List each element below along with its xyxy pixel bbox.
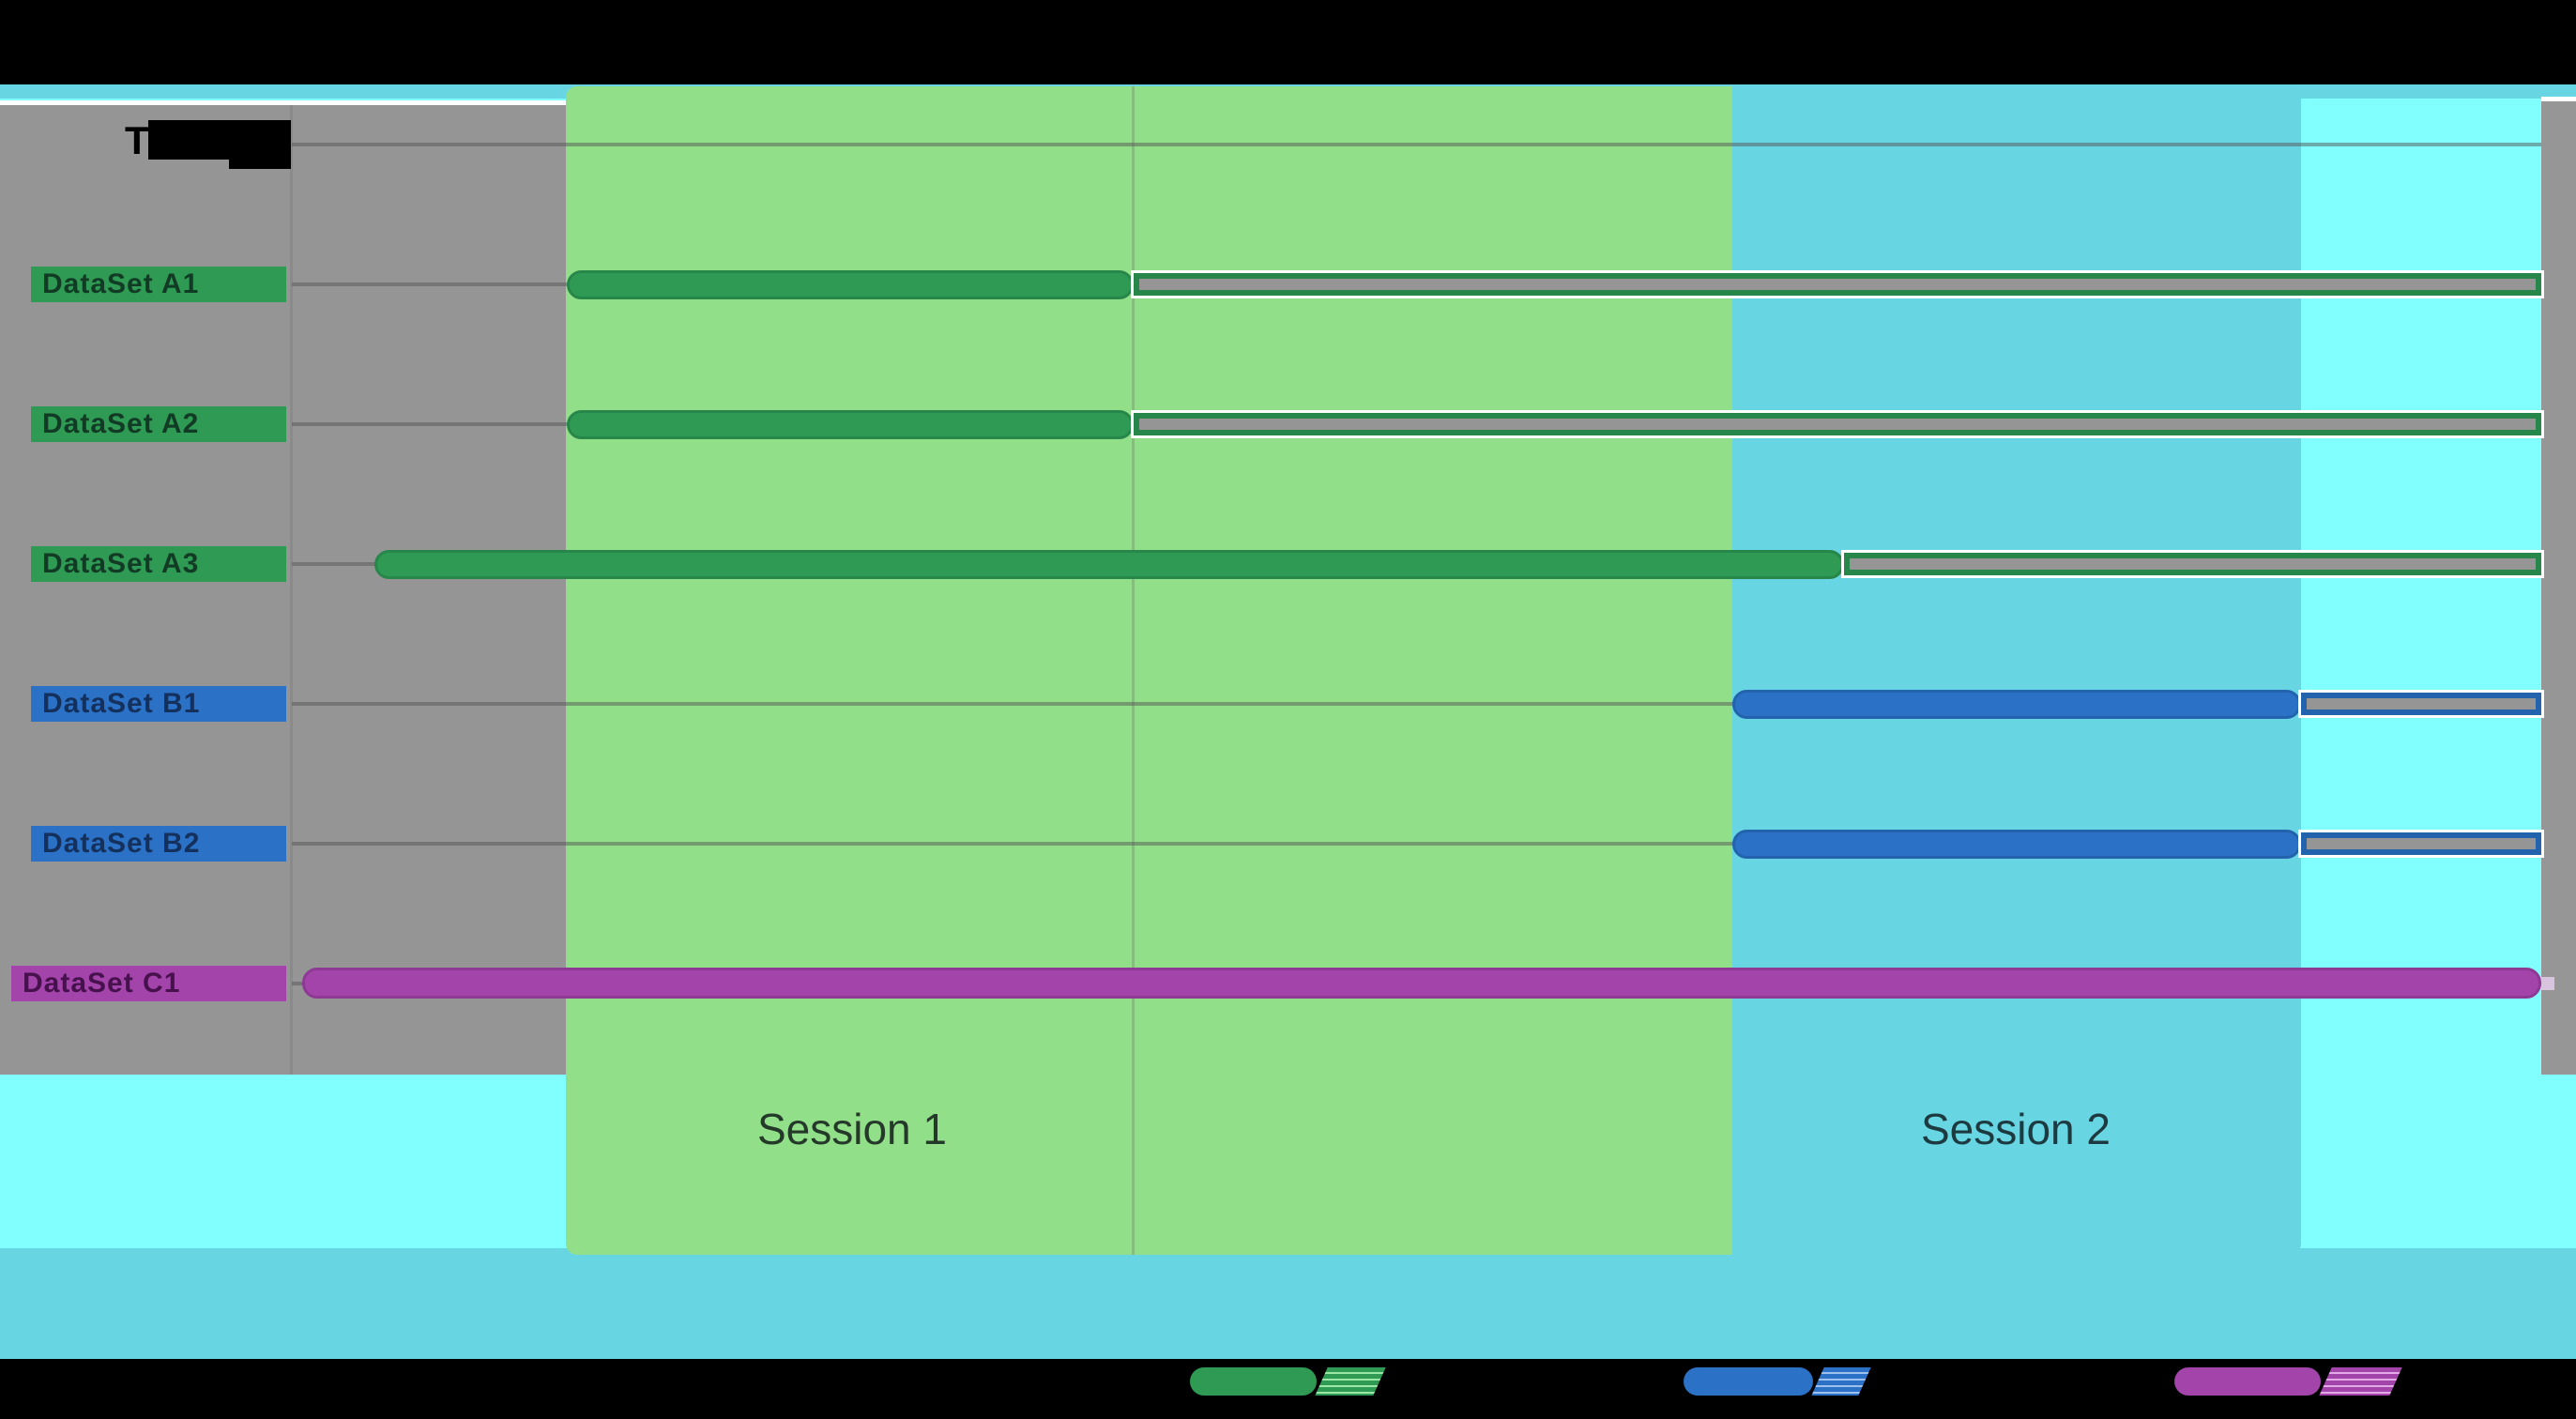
task-bar-c1-end-nub	[2541, 977, 2554, 990]
task-outline-a1	[1131, 270, 2544, 298]
left-gray-panel	[0, 105, 566, 1075]
task-outline-a3	[1841, 550, 2544, 578]
task-label-b2: DataSet B2	[31, 826, 286, 862]
task-label-text: DataSet C1	[23, 968, 181, 999]
task-outline-b1	[2298, 690, 2544, 718]
divider-line	[0, 100, 566, 105]
task-bar-b2	[1732, 830, 2301, 859]
right-gray-column	[2541, 101, 2576, 1075]
task-outline-b2	[2298, 830, 2544, 858]
task-label-text: DataSet A3	[42, 548, 200, 579]
task-label-a2: DataSet A2	[31, 406, 286, 442]
label-column-divider	[290, 105, 293, 1075]
session2-label: Session 2	[1920, 1105, 2111, 1153]
session1-band	[566, 86, 1732, 1255]
legend-slash-green	[1315, 1367, 1386, 1396]
task-label-a3: DataSet A3	[31, 546, 286, 582]
task-bar-b1	[1732, 690, 2301, 719]
legend-swatch-green	[1190, 1367, 1317, 1396]
session2-band	[1732, 86, 2301, 1255]
task-label-text: DataSet B1	[42, 688, 201, 719]
task-label-text: DataSet A1	[42, 268, 200, 299]
title-black-box	[229, 158, 291, 169]
legend-slash-blue	[1811, 1367, 1871, 1396]
legend-swatch-purple	[2174, 1367, 2321, 1396]
task-outline-a2	[1131, 410, 2544, 438]
legend-swatch-blue	[1684, 1367, 1813, 1396]
session1-label: Session 1	[756, 1105, 947, 1153]
task-bar-a3	[374, 550, 1844, 579]
task-label-c1: DataSet C1	[11, 966, 286, 1001]
chart-title-partial: T	[125, 118, 149, 162]
track-line	[292, 143, 2541, 146]
tick-line	[1132, 86, 1135, 1255]
divider-line	[2541, 97, 2576, 101]
track-line	[292, 702, 2541, 706]
task-label-text: DataSet B2	[42, 828, 201, 859]
task-bar-a2	[567, 410, 1134, 439]
task-label-text: DataSet A2	[42, 408, 200, 439]
task-bar-a1	[567, 270, 1134, 299]
task-bar-c1	[302, 968, 2541, 999]
track-line	[292, 842, 2541, 846]
title-black-box	[148, 120, 291, 160]
legend-slash-purple	[2319, 1367, 2402, 1396]
task-label-a1: DataSet A1	[31, 267, 286, 302]
task-label-b1: DataSet B1	[31, 686, 286, 722]
